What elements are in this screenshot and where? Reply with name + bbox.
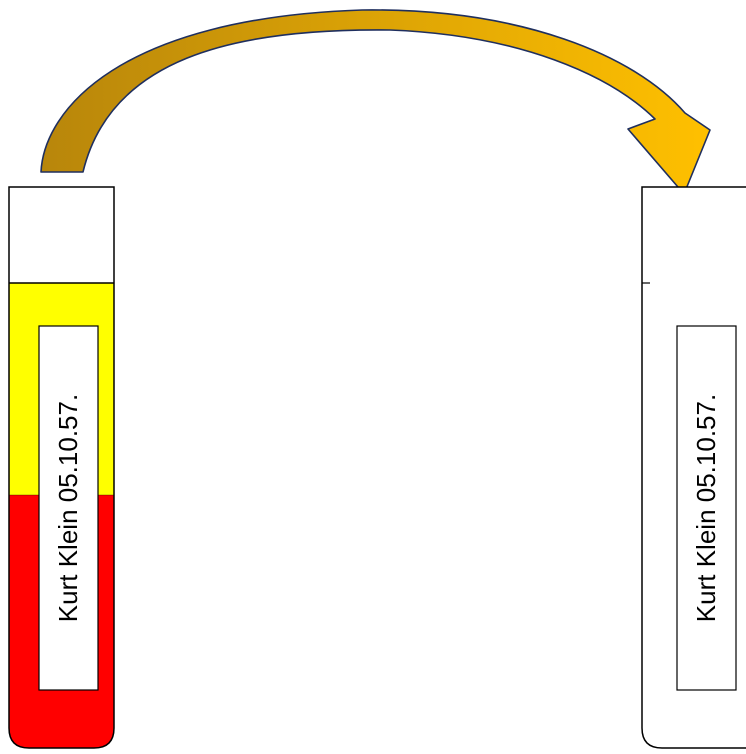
curved-arrow-icon [40, 9, 711, 195]
tube-label [676, 325, 737, 691]
transfer-arrow [40, 9, 711, 195]
patient-label-target: Kurt Klein 05.10.57. [691, 394, 721, 622]
source-tube: Kurt Klein 05.10.57. [8, 186, 115, 749]
tube-label [38, 325, 99, 691]
patient-label-source: Kurt Klein 05.10.57. [53, 394, 83, 622]
tube-cap-space [9, 187, 114, 283]
target-tube: Kurt Klein 05.10.57. [641, 186, 746, 749]
tube-outline [8, 186, 115, 749]
